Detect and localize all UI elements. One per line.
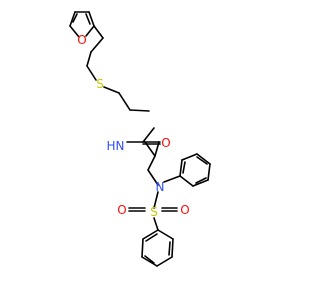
furan-oxygen-label: O (77, 33, 86, 47)
amine-nitrogen-label: N (156, 180, 165, 194)
n-phenyl-ring (179, 153, 211, 187)
amide-group (126, 127, 161, 186)
amide-nitrogen-label: N (116, 139, 125, 153)
carbonyl-oxygen-label: O (161, 136, 170, 150)
structure-svg: O S N H O N S O O (69, 11, 211, 267)
sulfonyl-aryl-bond (153, 217, 159, 231)
thioether-chain (86, 25, 150, 112)
atom-labels: O S N H O N S O O (77, 33, 189, 219)
thioether-sulfur-label: S (96, 77, 104, 91)
amine-bonds (153, 175, 181, 209)
carbonyl (154, 141, 160, 157)
furan-ring (69, 11, 95, 38)
sulfonyl-phenyl-ring (141, 229, 174, 267)
molecule-diagram: O S N H O N S O O (69, 11, 211, 267)
amide-hydrogen-label: H (106, 139, 115, 153)
sulfonyl-sulfur-label: S (150, 205, 158, 219)
sulfonyl-oxygen-right-label: O (180, 203, 189, 217)
sulfonyl-oxygen-left-label: O (117, 203, 126, 217)
sulfonyl-oxygens (128, 207, 178, 212)
